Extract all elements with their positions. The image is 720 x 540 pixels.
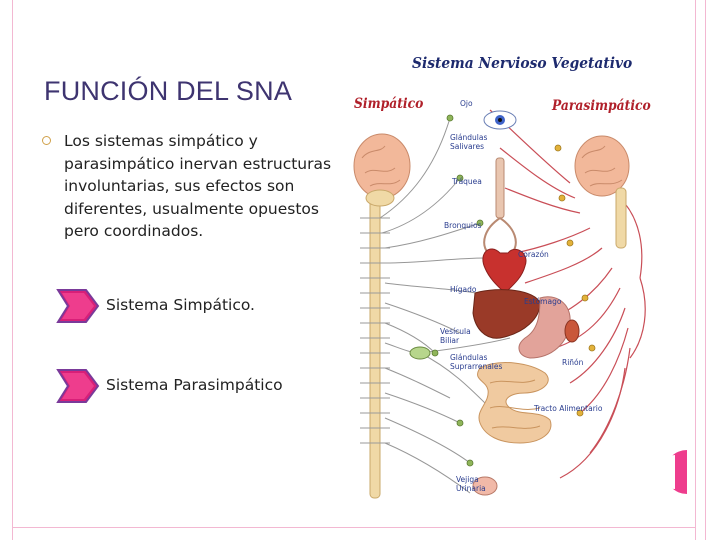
organ-label-higado: Hígado (450, 285, 477, 294)
frame-line-bottom (12, 527, 696, 528)
diagram-illustration (353, 109, 646, 499)
organ-label-traquea: Tráquea (452, 177, 482, 186)
organ-label-bronquios: Bronquios (444, 221, 482, 230)
organ-label-vesicula-biliar: Vesícula Biliar (440, 327, 471, 345)
organ-label-glandulas-suprarrenales: Glándulas Suprarrenales (450, 353, 503, 371)
pink-tab-inner (665, 455, 675, 489)
organ-label-rinon: Riñón (562, 358, 584, 367)
diagram-title: Sistema Nervioso Vegetativo (412, 54, 633, 72)
list-item-simpatico: Sistema Simpático. (56, 288, 346, 324)
organ-label-vejiga-urinaria: Vejiga Urinaria (456, 475, 486, 493)
organ-label-tracto-alimentario: Tracto Alimentario (534, 404, 603, 413)
nervous-system-diagram: Sistema Nervioso Vegetativo Simpático Pa… (340, 48, 665, 511)
organ-label-estomago: Estómago (524, 297, 562, 306)
frame-line-right-inner (695, 0, 696, 540)
list-item-parasimpatico: Sistema Parasimpático (56, 368, 346, 404)
organ-label-ojo: Ojo (460, 99, 473, 108)
list-item-label: Sistema Simpático. (106, 296, 255, 314)
list-item-label: Sistema Parasimpático (106, 376, 283, 394)
frame-line-left (12, 0, 13, 540)
frame-line-right-outer (705, 0, 706, 540)
diagram-label-simpatico: Simpático (354, 96, 424, 112)
slide-title: FUNCIÓN DEL SNA (44, 76, 293, 106)
chevron-arrow-icon (56, 369, 100, 403)
chevron-arrow-icon (56, 289, 100, 323)
organ-label-glandulas-salivares: Glándulas Salivares (450, 133, 488, 151)
slide-paragraph: Los sistemas simpático y parasimpático i… (64, 132, 332, 240)
diagram-label-parasimpatico: Parasimpático (552, 98, 651, 114)
organ-label-corazon: Corazón (518, 250, 549, 259)
bullet-icon (42, 136, 51, 145)
